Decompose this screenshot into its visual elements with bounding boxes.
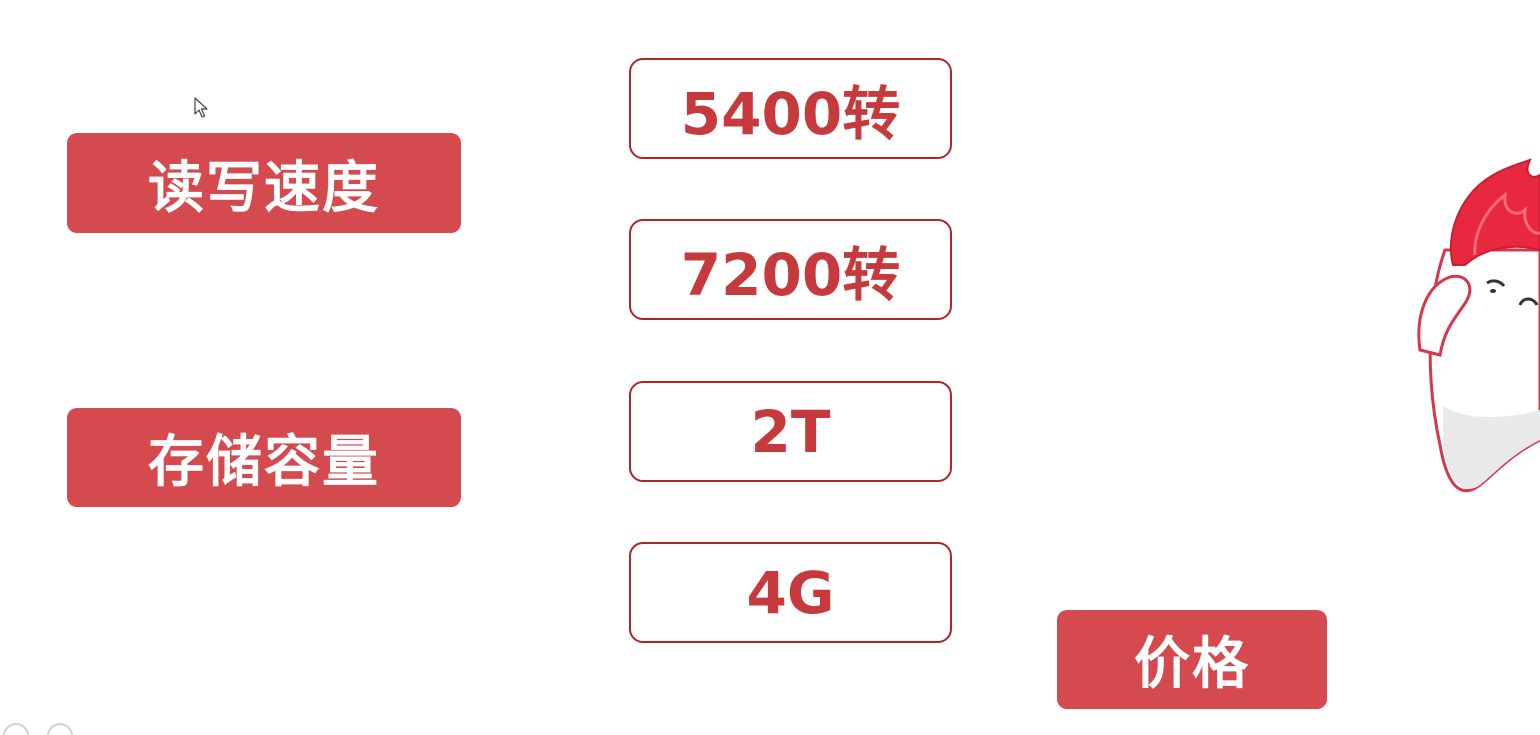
category-read-write-speed: 读写速度: [67, 133, 461, 233]
category-label: 价格: [1134, 632, 1250, 697]
category-storage-capacity: 存储容量: [67, 408, 461, 507]
category-label: 读写速度: [148, 155, 380, 221]
value-label: 2T: [750, 397, 831, 466]
slide-control-icons: [3, 723, 73, 735]
category-price: 价格: [1057, 610, 1327, 709]
value-label: 5400转: [680, 79, 901, 148]
category-label: 存储容量: [148, 430, 380, 495]
value-label: 4G: [746, 558, 835, 627]
mascot-illustration: [1417, 158, 1540, 493]
value-box-5400rpm: 5400转: [629, 58, 952, 159]
value-box-4g: 4G: [629, 542, 952, 643]
value-label: 7200转: [680, 240, 901, 309]
mouse-pointer-icon: [194, 97, 208, 118]
value-box-2t: 2T: [629, 381, 952, 482]
value-box-7200rpm: 7200转: [629, 219, 952, 320]
